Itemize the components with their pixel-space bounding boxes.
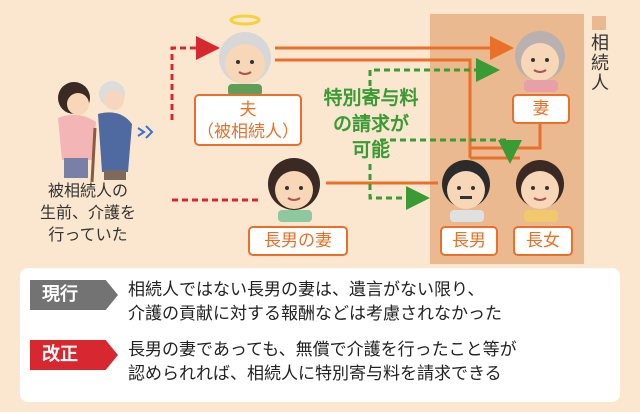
special-contribution-claim-note: 特別寄与料 の請求が 可能: [306, 85, 436, 163]
revised-law-line2: 認められれば、相続人に特別寄与料を請求できる: [128, 364, 502, 384]
current-law-tag: 現行: [30, 280, 118, 310]
son-wife-label: 長男の妻: [248, 226, 348, 256]
claim-note-line2: の請求が: [332, 113, 409, 135]
claim-to-wife-arrow: [368, 58, 500, 86]
current-law-line1: 相続人ではない長男の妻は、遺言がない限り、: [128, 280, 485, 300]
caregiver-illustration-icon: [58, 81, 154, 183]
eldest-daughter-label: 長女: [513, 226, 573, 256]
revised-law-text: 長男の妻であっても、無償で介護を行ったこと等が 認められれば、相続人に特別寄与料…: [128, 338, 612, 386]
care-caption-line3: 行っていた: [48, 225, 128, 244]
comparison-panel: 現行 相続人ではない長男の妻は、遺言がない限り、 介護の貢献に対する報酬などは考…: [20, 268, 620, 402]
husband-role: （被相続人）: [197, 122, 299, 142]
care-caption: 被相続人の 生前、介護を 行っていた: [28, 180, 148, 246]
halo-icon: [229, 14, 261, 26]
claim-to-daughter-arrow: [380, 138, 522, 164]
claim-note-line3: 可能: [351, 139, 390, 161]
husband-label: 夫 （被相続人）: [194, 94, 302, 146]
daughter-face-icon: [516, 160, 564, 222]
revised-law-tag: 改正: [30, 340, 118, 370]
care-to-husband-arrow: [170, 36, 220, 120]
wife-children-line: [470, 124, 542, 150]
husband-name: 夫: [239, 100, 257, 120]
husband-face-icon: [219, 14, 271, 96]
revised-law-line1: 長男の妻であっても、無償で介護を行ったこと等が: [128, 340, 517, 360]
current-law-line2: 介護の貢献に対する報酬などは考慮されなかった: [128, 304, 502, 324]
heirs-legend-label: 相続人: [591, 33, 609, 94]
wife-face-icon: [515, 31, 565, 92]
wife-label: 妻: [512, 94, 570, 124]
eldest-son-label: 長男: [440, 226, 498, 256]
son-wife-face-icon: [268, 158, 320, 222]
care-caption-line1: 被相続人の: [47, 181, 128, 200]
claim-note-line1: 特別寄与料: [323, 87, 419, 109]
current-law-text: 相続人ではない長男の妻は、遺言がない限り、 介護の貢献に対する報酬などは考慮され…: [128, 278, 612, 326]
son-face-icon: [442, 160, 490, 222]
care-caption-line2: 生前、介護を: [39, 203, 136, 222]
heirs-legend-swatch: [592, 16, 606, 30]
claim-to-son-arrow: [368, 164, 430, 210]
husband-children-line: [275, 58, 472, 158]
